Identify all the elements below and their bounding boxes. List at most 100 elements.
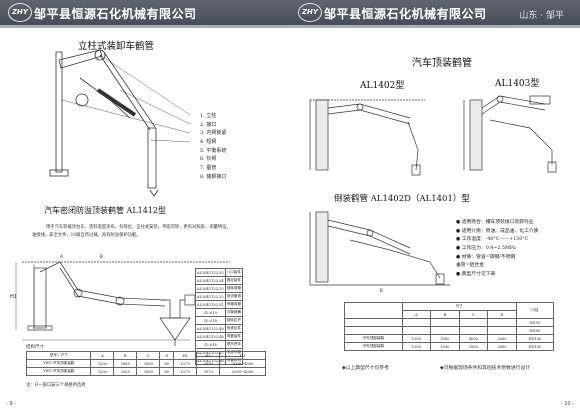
table-cell: DN150 — [515, 342, 555, 351]
table-cell — [430, 318, 460, 327]
table-cell — [344, 326, 403, 335]
table-header: H3 — [219, 351, 266, 360]
dimension-note: 注：H一般口安三个规格供选择 — [26, 383, 86, 388]
table-cell: AL1041152.48 — [195, 332, 226, 341]
table-header: A — [90, 351, 115, 360]
table-header: H2 — [196, 351, 221, 360]
table-cell: YL-019 — [195, 308, 226, 317]
table-header: C — [458, 310, 489, 319]
table-cell — [487, 318, 517, 327]
table-cell: 2500 — [113, 367, 138, 376]
table-cell — [344, 302, 403, 319]
parts-legend: 1. 立柱 2. 接口 3. 内臂锁紧 4. 短臂 5. 平衡系统 6. 长臂 … — [200, 112, 226, 182]
table-cell: 平衡弹簧 — [224, 308, 244, 317]
table-cell: 2900 — [113, 359, 138, 368]
legend-item: 8. 装卸接口 — [200, 173, 227, 180]
table-cell: YHG-汽车顶部装鹤 — [25, 359, 92, 368]
table-cell: 1200 — [401, 342, 432, 351]
table-cell: 2000~4300 — [219, 367, 266, 376]
table-cell: AL1041152.49 — [195, 324, 226, 333]
table-cell: AL1041152.52 — [195, 292, 226, 301]
table-cell: 回转弯管 — [224, 284, 244, 293]
footnote-reference: ◆以上典型尺寸仅参考 — [342, 366, 389, 371]
table-cell: AL1041152.54 — [195, 276, 226, 285]
table-cell: 回转拉杆 — [224, 316, 244, 325]
description-line-1: 用于汽车装载顶台车，装料宽度涂布，有限位，正柱式安装，平面可转，更有对照表，测量… — [46, 225, 231, 230]
table-header: 型号 / 尺寸 — [25, 351, 92, 360]
table-cell: 1850 — [458, 342, 489, 351]
header-bar: ZHY 邹平县恒源石化机械有限公司 — [0, 0, 290, 28]
table-row: DN80 — [344, 326, 555, 335]
table-cell: YL-016 — [195, 340, 226, 349]
svg-text:H1: H1 — [10, 294, 17, 300]
table-caption: 结构尺寸 — [26, 345, 44, 350]
top-loading-arm-drawings — [309, 95, 557, 176]
table-cell — [487, 326, 517, 335]
legend-item: 7. 垂管 — [200, 165, 217, 172]
table-cell: AL1041152.55 — [195, 268, 226, 277]
table-header: A — [401, 310, 432, 319]
left-page: ZHY 邹平县恒源石化机械有限公司 立柱式装卸车鹤管 1. 立柱 2. 接口 — [0, 0, 291, 409]
table-cell — [458, 326, 489, 335]
table-cell: 3500 — [136, 367, 161, 376]
table-cell: 1500 — [430, 342, 460, 351]
al1412-drawing: H1 B A — [10, 254, 230, 346]
company-name: 邹平县恒源石化机械有限公司 — [34, 7, 197, 21]
model-al1403-label: AL1403型 — [495, 79, 540, 89]
svg-text:B: B — [100, 254, 103, 259]
table-header: 尺寸 — [401, 302, 517, 311]
spec-item: ● 典型尺寸见下表 — [456, 272, 496, 278]
spec-list: ● 适用场合：槽车顶装接口装卸作业 ● 适用介质：原油、成品油、化工介质 ● 工… — [456, 218, 538, 279]
table-cell: 吊箱弯管 — [224, 300, 244, 309]
figure-title-column-arm: 立柱式装卸车鹤管 — [78, 41, 155, 52]
table-cell: 1570 — [173, 367, 198, 376]
table-cell — [430, 326, 460, 335]
legend-item: 2. 接口 — [200, 121, 217, 128]
table-cell: 3500 — [136, 359, 161, 368]
table-cell: 2800 — [487, 342, 517, 351]
figure-title-al1412: 汽车密闭防溢顶装鹤管 AL1412型 — [44, 206, 166, 215]
spec-item: ● 适用场合：槽车顶装接口装卸作业 — [456, 220, 534, 225]
page-number-left: - 9 - — [6, 401, 16, 407]
table-cell: 固定接件 — [224, 276, 244, 285]
table-cell: 回流管液 — [224, 292, 244, 301]
footnote-design: ◆可根据现场条件和其他技术参数进行设计 — [440, 366, 531, 371]
table-cell: 1200 — [401, 334, 432, 343]
table-cell: 1200 — [90, 367, 115, 376]
header-bar: ZHY 邹平县恒源石化机械有限公司 山东 · 邹平 — [290, 0, 580, 28]
table-cell: 60 — [159, 367, 175, 376]
bottom-loading-arm-drawing: B — [309, 211, 450, 293]
table-cell: 1200 — [90, 359, 115, 368]
table-header: B — [113, 351, 138, 360]
table-cell: 60 — [159, 359, 175, 368]
table-cell — [344, 318, 403, 327]
header-underline — [0, 25, 290, 28]
legend-item: 1. 立柱 — [200, 113, 217, 119]
table-cell — [401, 326, 432, 335]
table-header: D — [159, 351, 175, 360]
table-header: C — [136, 351, 161, 360]
svg-text:A: A — [60, 254, 63, 259]
table-cell: 4000 — [458, 334, 489, 343]
legend-item: 3. 内臂锁紧 — [200, 130, 227, 137]
table-cell: AL1041152.53 — [195, 284, 226, 293]
table-cell: DN100 — [515, 334, 555, 343]
table-cell: 汽车顶部装鹤 — [344, 342, 403, 351]
model-al1402-label: AL1402型 — [360, 81, 405, 91]
spec-item: ● 工作压力：0.4~2.5MPa — [456, 246, 516, 252]
table-cell: 八口接件 — [224, 268, 244, 277]
table-header: H1 — [173, 351, 198, 360]
table-cell: 弯管接件 — [224, 332, 244, 341]
